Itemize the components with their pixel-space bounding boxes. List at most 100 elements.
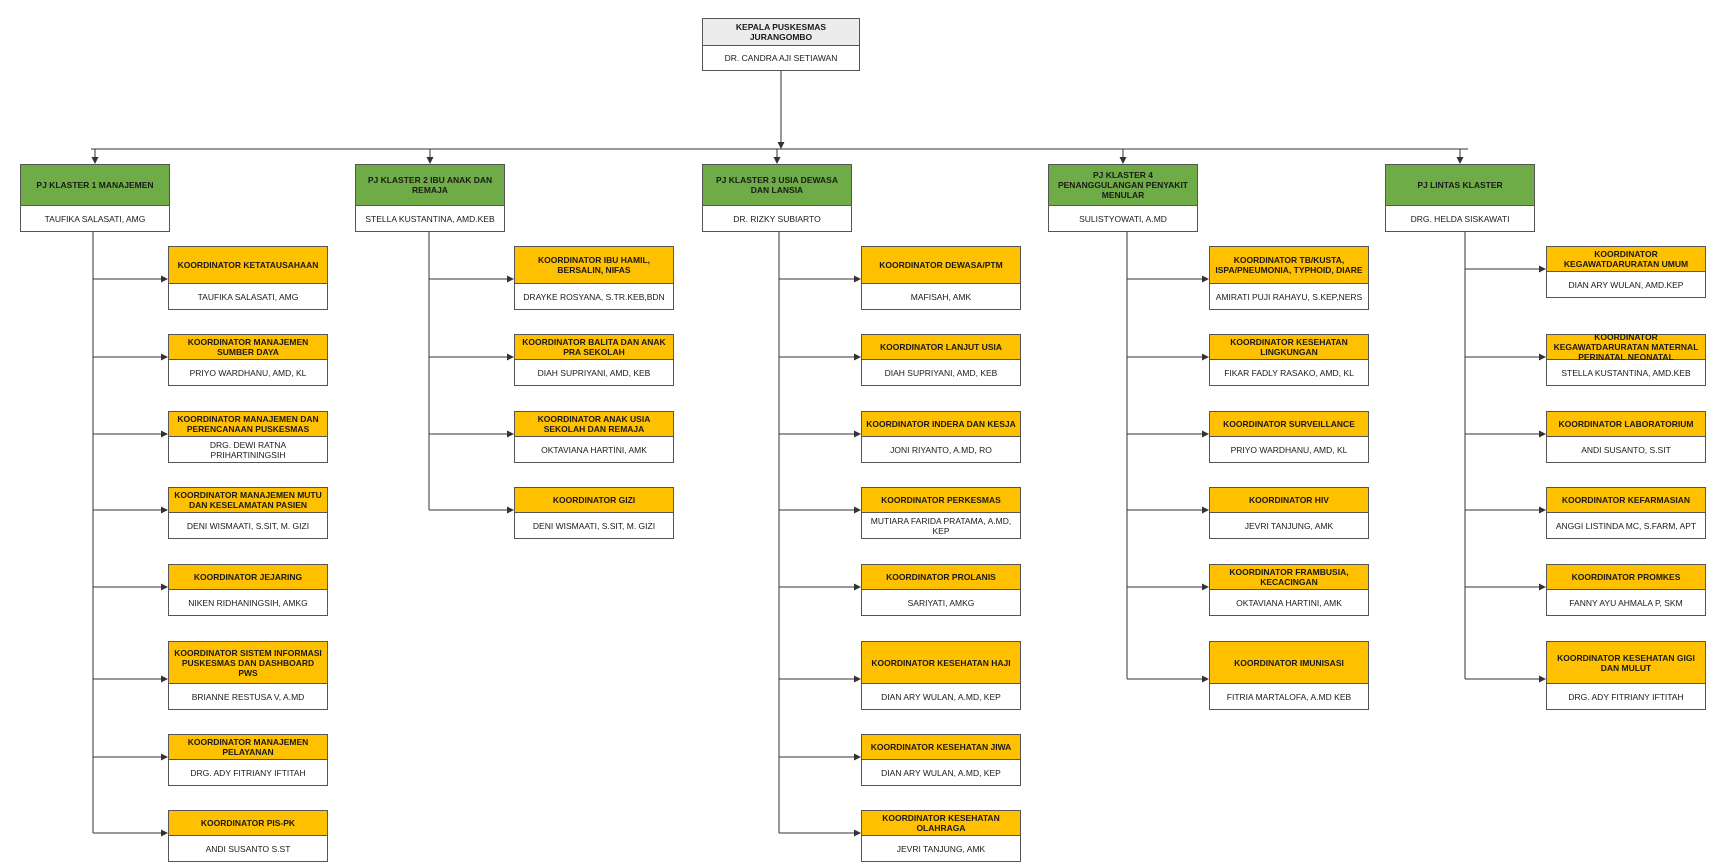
- koordinator-box-title: KOORDINATOR DEWASA/PTM: [862, 247, 1020, 284]
- pj-box-5-person: DRG. HELDA SISKAWATI: [1410, 213, 1510, 224]
- koordinator-box-title: KOORDINATOR KEFARMASIAN: [1547, 488, 1705, 513]
- head-box-person: DR. CANDRA AJI SETIAWAN: [724, 53, 838, 63]
- koordinator-box-person: DRG. ADY FITRIANY IFTITAH: [190, 767, 306, 778]
- koordinator-box-person: FANNY AYU AHMALA P, SKM: [1569, 597, 1683, 608]
- koordinator-box: KOORDINATOR INDERA DAN KESJA JONI RIYANTO…: [861, 411, 1021, 463]
- pj-box-4-title: PJ KLASTER 4 PENANGGULANGAN PENYAKIT MEN…: [1049, 165, 1197, 206]
- koordinator-box: KOORDINATOR MANAJEMEN MUTU DAN KESELAMAT…: [168, 487, 328, 539]
- koordinator-box-title: KOORDINATOR KESEHATAN GIGI DAN MULUT: [1547, 642, 1705, 684]
- koordinator-box-person: DIAN ARY WULAN, A.MD, KEP: [881, 767, 1001, 778]
- koordinator-box: KOORDINATOR SURVEILLANCE PRIYO WARDHANU, …: [1209, 411, 1369, 463]
- head-box: KEPALA PUSKESMAS JURANGOMBO DR. CANDRA AJ…: [702, 18, 860, 71]
- koordinator-box: KOORDINATOR KEGAWATDARURATAN MATERNAL PE…: [1546, 332, 1706, 386]
- koordinator-box-person: STELLA KUSTANTINA, AMD.KEB: [1561, 367, 1691, 378]
- pj-box-2-title: PJ KLASTER 2 IBU ANAK DAN REMAJA: [356, 165, 504, 206]
- koordinator-box-title: KOORDINATOR MANAJEMEN MUTU DAN KESELAMAT…: [169, 488, 327, 513]
- koordinator-box-title: KOORDINATOR KETATAUSAHAAN: [169, 247, 327, 284]
- koordinator-box: KOORDINATOR SISTEM INFORMASI PUSKESMAS D…: [168, 641, 328, 710]
- koordinator-box-title: KOORDINATOR INDERA DAN KESJA: [862, 412, 1020, 437]
- koordinator-box-person: DRAYKE ROSYANA, S.TR.KEB,BDN: [523, 291, 665, 302]
- koordinator-box-title: KOORDINATOR HIV: [1210, 488, 1368, 513]
- koordinator-box: KOORDINATOR IMUNISASI FITRIA MARTALOFA, A…: [1209, 641, 1369, 710]
- koordinator-box-title: KOORDINATOR PROMKES: [1547, 565, 1705, 590]
- koordinator-box: KOORDINATOR LANJUT USIA DIAH SUPRIYANI, A…: [861, 334, 1021, 386]
- koordinator-box: KOORDINATOR KEFARMASIAN ANGGI LISTINDA MC…: [1546, 487, 1706, 539]
- koordinator-box-title: KOORDINATOR IMUNISASI: [1210, 642, 1368, 684]
- pj-box-3-title: PJ KLASTER 3 USIA DEWASA DAN LANSIA: [703, 165, 851, 206]
- koordinator-box-title: KOORDINATOR FRAMBUSIA, KECACINGAN: [1210, 565, 1368, 590]
- koordinator-box-person: DIAH SUPRIYANI, AMD, KEB: [884, 367, 998, 378]
- head-box-title: KEPALA PUSKESMAS JURANGOMBO: [703, 19, 859, 46]
- koordinator-box-person: DIAN ARY WULAN, A.MD, KEP: [881, 691, 1001, 702]
- koordinator-box: KOORDINATOR HIV JEVRI TANJUNG, AMK: [1209, 487, 1369, 539]
- koordinator-box: KOORDINATOR PROMKES FANNY AYU AHMALA P, S…: [1546, 564, 1706, 616]
- koordinator-box-person: BRIANNE RESTUSA V, A.MD: [191, 691, 305, 702]
- koordinator-box-person: OKTAVIANA HARTINI, AMK: [1236, 597, 1342, 608]
- pj-box-3: PJ KLASTER 3 USIA DEWASA DAN LANSIA DR. R…: [702, 164, 852, 232]
- pj-box-2: PJ KLASTER 2 IBU ANAK DAN REMAJA STELLA K…: [355, 164, 505, 232]
- pj-box-1-title: PJ KLASTER 1 MANAJEMEN: [21, 165, 169, 206]
- koordinator-box-person: DENI WISMAATI, S.SIT, M. GIZI: [532, 520, 656, 531]
- koordinator-box-person: DRG. DEWI RATNA PRIHARTININGSIH: [209, 439, 287, 460]
- koordinator-box-title: KOORDINATOR JEJARING: [169, 565, 327, 590]
- koordinator-box-title: KOORDINATOR KEGAWATDARURATAN UMUM: [1547, 247, 1705, 272]
- koordinator-box-person: DRG. ADY FITRIANY IFTITAH: [1568, 691, 1684, 702]
- koordinator-box-title: KOORDINATOR MANAJEMEN PELAYANAN: [169, 735, 327, 760]
- koordinator-box-title: KOORDINATOR LANJUT USIA: [862, 335, 1020, 360]
- koordinator-box-title: KOORDINATOR KESEHATAN JIWA: [862, 735, 1020, 760]
- koordinator-box-title: KOORDINATOR SURVEILLANCE: [1210, 412, 1368, 437]
- koordinator-box: KOORDINATOR DEWASA/PTM MAFISAH, AMK: [861, 246, 1021, 310]
- koordinator-box: KOORDINATOR KESEHATAN JIWA DIAN ARY WULAN…: [861, 734, 1021, 786]
- koordinator-box: KOORDINATOR KESEHATAN LINGKUNGAN FIKAR FA…: [1209, 334, 1369, 386]
- koordinator-box-person: DIAN ARY WULAN, AMD.KEP: [1568, 279, 1684, 290]
- koordinator-box-person: FIKAR FADLY RASAKO, AMD, KL: [1224, 367, 1354, 378]
- koordinator-box-person: PRIYO WARDHANU, AMD, KL: [1230, 444, 1348, 455]
- pj-box-1-person: TAUFIKA SALASATI, AMG: [44, 213, 146, 224]
- pj-box-1: PJ KLASTER 1 MANAJEMEN TAUFIKA SALASATI, …: [20, 164, 170, 232]
- koordinator-box-person: JEVRI TANJUNG, AMK: [896, 843, 986, 854]
- koordinator-box-title: KOORDINATOR PIS-PK: [169, 811, 327, 836]
- koordinator-box-title: KOORDINATOR SISTEM INFORMASI PUSKESMAS D…: [169, 642, 327, 684]
- koordinator-box-title: KOORDINATOR MANAJEMEN DAN PERENCANAAN PU…: [169, 412, 327, 437]
- koordinator-box: KOORDINATOR KETATAUSAHAAN TAUFIKA SALASAT…: [168, 246, 328, 310]
- koordinator-box: KOORDINATOR MANAJEMEN SUMBER DAYA PRIYO W…: [168, 334, 328, 386]
- koordinator-box-person: OKTAVIANA HARTINI, AMK: [541, 444, 647, 455]
- pj-box-4: PJ KLASTER 4 PENANGGULANGAN PENYAKIT MEN…: [1048, 164, 1198, 232]
- koordinator-box-person: MAFISAH, AMK: [910, 291, 972, 302]
- koordinator-box-person: ANDI SUSANTO S.ST: [205, 843, 291, 854]
- koordinator-box: KOORDINATOR KEGAWATDARURATAN UMUM DIAN AR…: [1546, 246, 1706, 298]
- koordinator-box-person: JONI RIYANTO, A.MD, RO: [890, 444, 992, 455]
- pj-box-4-person: SULISTYOWATI, A.MD: [1079, 213, 1167, 224]
- koordinator-box: KOORDINATOR PIS-PK ANDI SUSANTO S.ST: [168, 810, 328, 862]
- koordinator-box-title: KOORDINATOR KESEHATAN LINGKUNGAN: [1210, 335, 1368, 360]
- koordinator-box: KOORDINATOR FRAMBUSIA, KECACINGAN OKTAVIA…: [1209, 564, 1369, 616]
- koordinator-box-person: ANDI SUSANTO, S.SIT: [1581, 444, 1671, 455]
- koordinator-box: KOORDINATOR LABORATORIUM ANDI SUSANTO, S.…: [1546, 411, 1706, 463]
- koordinator-box: KOORDINATOR MANAJEMEN DAN PERENCANAAN PU…: [168, 411, 328, 463]
- koordinator-box-person: FITRIA MARTALOFA, A.MD KEB: [1226, 691, 1352, 702]
- koordinator-box-person: AMIRATI PUJI RAHAYU, S.KEP,NERS: [1215, 291, 1363, 302]
- koordinator-box-title: KOORDINATOR IBU HAMIL, BERSALIN, NIFAS: [515, 247, 673, 284]
- koordinator-box-person: JEVRI TANJUNG, AMK: [1244, 520, 1334, 531]
- koordinator-box-person: ANGGI LISTINDA MC, S.FARM, APT: [1555, 520, 1697, 531]
- koordinator-box-title: KOORDINATOR PERKESMAS: [862, 488, 1020, 513]
- koordinator-box: KOORDINATOR TB/KUSTA, ISPA/PNEUMONIA, TY…: [1209, 246, 1369, 310]
- koordinator-box-title: KOORDINATOR KESEHATAN HAJI: [862, 642, 1020, 684]
- koordinator-box-person: PRIYO WARDHANU, AMD, KL: [189, 367, 307, 378]
- pj-box-2-person: STELLA KUSTANTINA, AMD.KEB: [365, 213, 495, 224]
- koordinator-box: KOORDINATOR MANAJEMEN PELAYANAN DRG. ADY …: [168, 734, 328, 786]
- koordinator-box-title: KOORDINATOR MANAJEMEN SUMBER DAYA: [169, 335, 327, 360]
- koordinator-box: KOORDINATOR KESEHATAN GIGI DAN MULUT DRG.…: [1546, 641, 1706, 710]
- koordinator-box-title: KOORDINATOR LABORATORIUM: [1547, 412, 1705, 437]
- koordinator-box-person: TAUFIKA SALASATI, AMG: [197, 291, 299, 302]
- pj-box-3-person: DR. RIZKY SUBIARTO: [733, 213, 821, 224]
- koordinator-box-title: KOORDINATOR GIZI: [515, 488, 673, 513]
- koordinator-box-person: NIKEN RIDHANINGSIH, AMKG: [188, 597, 308, 608]
- koordinator-box-title: KOORDINATOR TB/KUSTA, ISPA/PNEUMONIA, TY…: [1210, 247, 1368, 284]
